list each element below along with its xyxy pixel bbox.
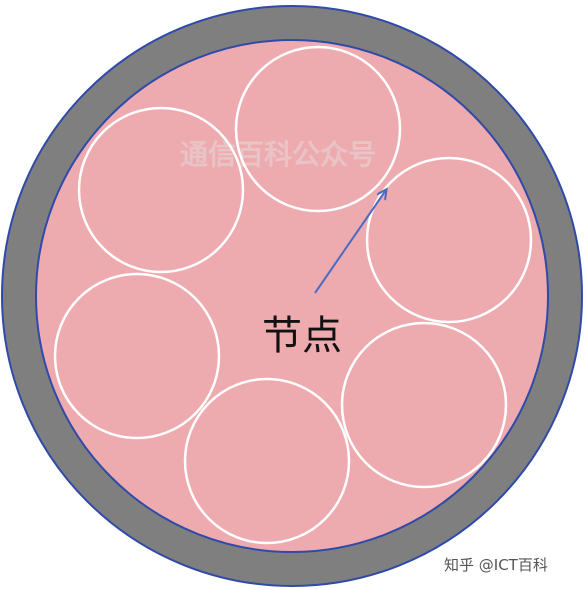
node-circle xyxy=(365,156,533,324)
node-circle xyxy=(340,321,508,489)
node-circle xyxy=(234,45,402,213)
node-circle xyxy=(183,377,351,545)
node-circle xyxy=(53,272,221,440)
inner-core xyxy=(35,39,549,553)
credit-text: 知乎 @ICT百科 xyxy=(444,556,548,574)
node-group xyxy=(53,45,533,545)
node-circle xyxy=(77,106,245,274)
watermark-text: 通信百科公众号 xyxy=(180,138,376,171)
node-label: 节点 xyxy=(262,313,342,359)
pointer-arrow xyxy=(314,190,386,294)
